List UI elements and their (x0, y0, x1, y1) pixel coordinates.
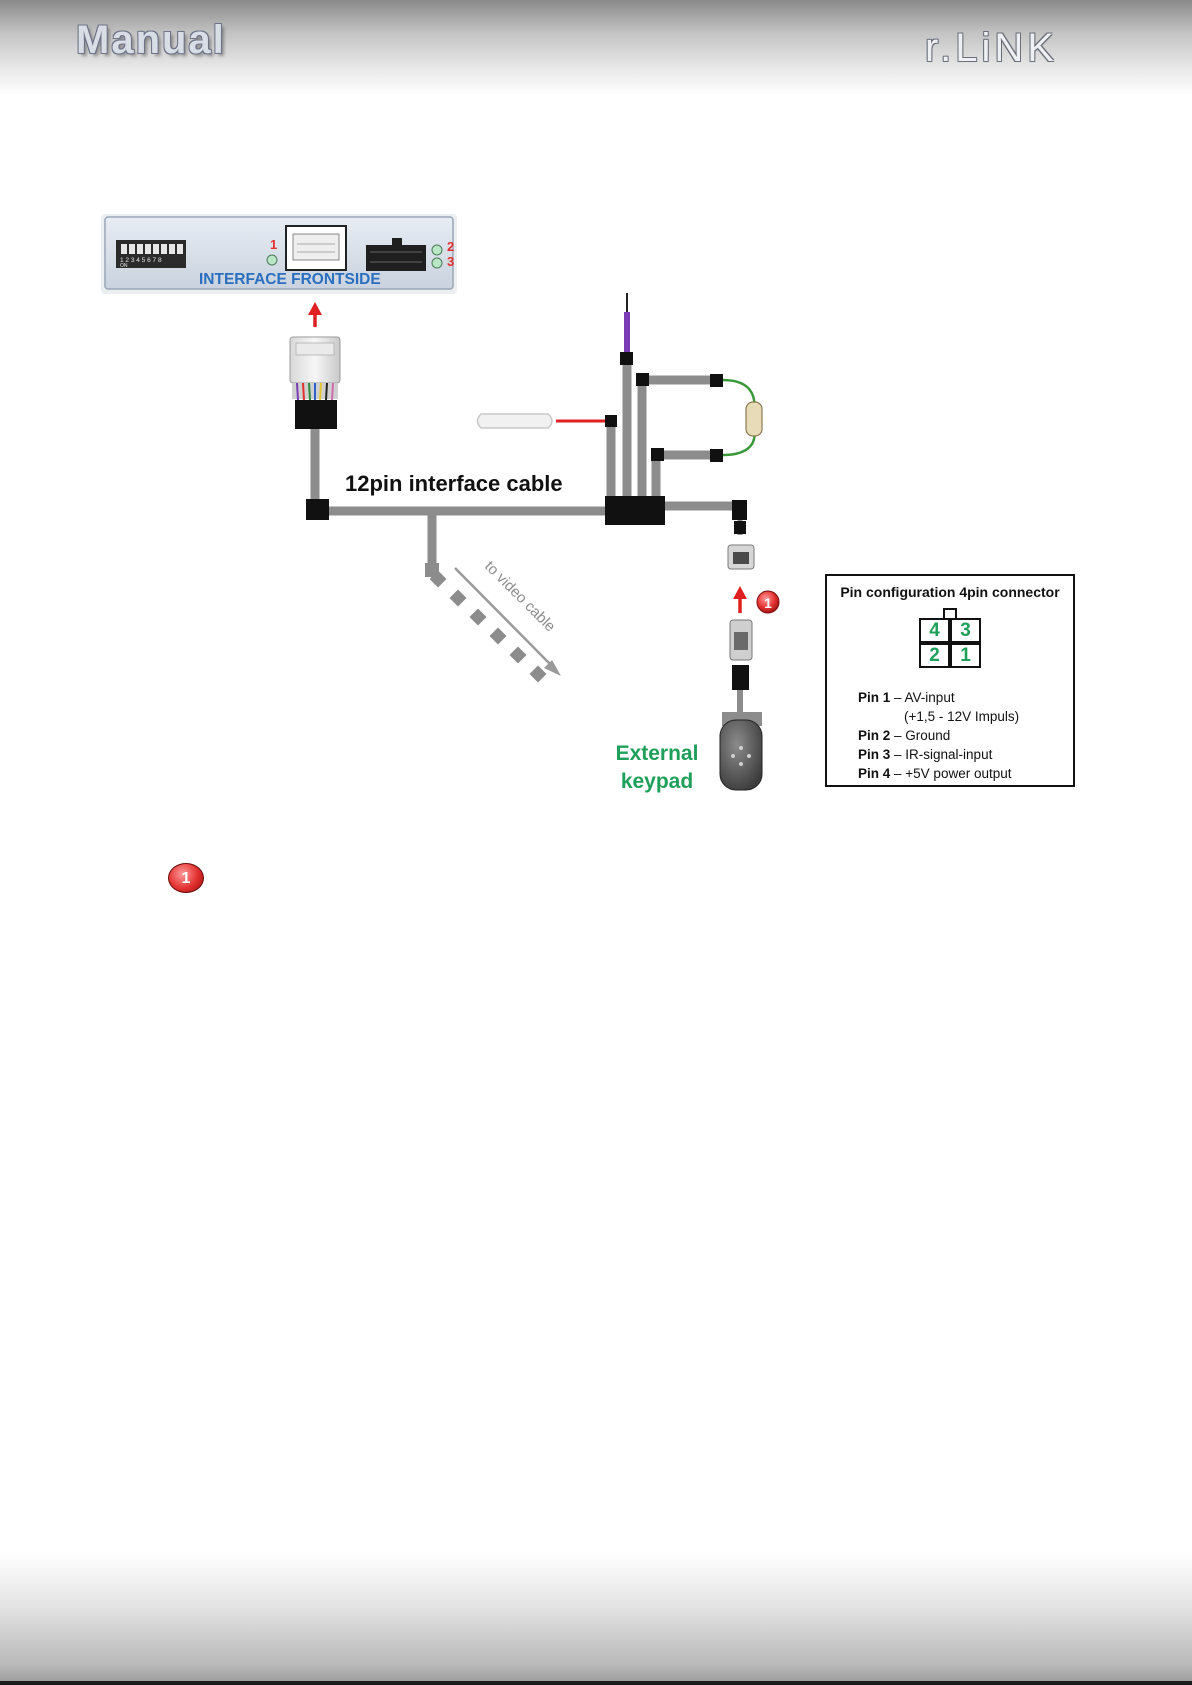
step-marker-badge: 1 (757, 591, 779, 613)
pin-cell-1: 1 (950, 643, 981, 668)
led-3-icon (432, 258, 442, 268)
pin-cell-4: 4 (919, 618, 950, 643)
keypad-label-line2: keypad (621, 770, 693, 793)
pin-desc-row: Pin 1 – AV-input (858, 690, 955, 705)
wire-sleeve (636, 373, 649, 386)
pin-label: Pin 2 (858, 728, 890, 743)
led-1-icon (267, 255, 277, 265)
pin-description: – +5V power output (894, 766, 1011, 781)
to-video-cable-label: to video cable (481, 558, 558, 635)
pin-desc-row: (+1,5 - 12V Impuls) (904, 709, 1019, 724)
arrow-up-icon (308, 302, 322, 327)
pin-connector-tab (943, 608, 957, 618)
keypad-icon (720, 720, 762, 790)
red-wire-terminal (478, 414, 618, 428)
pin-connector-icon: 4 3 2 1 (919, 618, 981, 668)
pin-desc-row: Pin 3 – IR-signal-input (858, 747, 992, 762)
pin-cell-2: 2 (919, 643, 950, 668)
interface-frontside-label: INTERFACE FRONTSIDE (199, 271, 381, 288)
interface-cable (315, 360, 737, 566)
pin-cell-3: 3 (950, 618, 981, 643)
pin-desc-row: Pin 2 – Ground (858, 728, 950, 743)
arrow-up-icon (733, 586, 747, 613)
pin-label: Pin 3 (858, 747, 890, 762)
dip-on-label: ON (120, 263, 128, 269)
plug-12pin-icon (290, 337, 340, 429)
wire-sleeve (710, 449, 723, 462)
led-2-icon (432, 245, 442, 255)
led-label-3: 3 (447, 254, 454, 269)
led-label-1: 1 (270, 237, 277, 252)
pin-configuration-box: Pin configuration 4pin connector 4 3 2 1… (825, 574, 1075, 787)
wire-sleeve (651, 448, 664, 461)
keypad-label-line1: External (616, 742, 699, 765)
pin-description: (+1,5 - 12V Impuls) (904, 709, 1019, 724)
fuse-holder-icon (723, 380, 762, 455)
note-badge: 1 (168, 863, 204, 893)
step-marker-label: 1 (764, 595, 772, 611)
socket-12pin-icon (286, 226, 346, 270)
interface-cable-label: 12pin interface cable (345, 471, 563, 496)
cable-junction (306, 499, 329, 520)
wire-sleeve (620, 352, 633, 365)
pin-label: Pin 4 (858, 766, 890, 781)
keypad-plug (722, 620, 762, 726)
interface-panel: 1 2 3 4 5 6 7 8 ON 1 2 3 INTERFACE FRONT… (101, 214, 457, 294)
footer-line (0, 1681, 1192, 1685)
pin-description: – IR-signal-input (894, 747, 992, 762)
video-cable-branch: to video cable (425, 558, 561, 683)
pin-description: – AV-input (894, 690, 955, 705)
pin-config-title: Pin configuration 4pin connector (827, 584, 1073, 600)
page-footer (0, 1553, 1192, 1685)
dip-switch-icon: 1 2 3 4 5 6 7 8 ON (116, 240, 186, 269)
wire-sleeve (710, 374, 723, 387)
pin-description: – Ground (894, 728, 950, 743)
cable-hub (605, 496, 665, 525)
led-label-2: 2 (447, 239, 454, 254)
pin-desc-row: Pin 4 – +5V power output (858, 766, 1012, 781)
pin-label: Pin 1 (858, 690, 890, 705)
